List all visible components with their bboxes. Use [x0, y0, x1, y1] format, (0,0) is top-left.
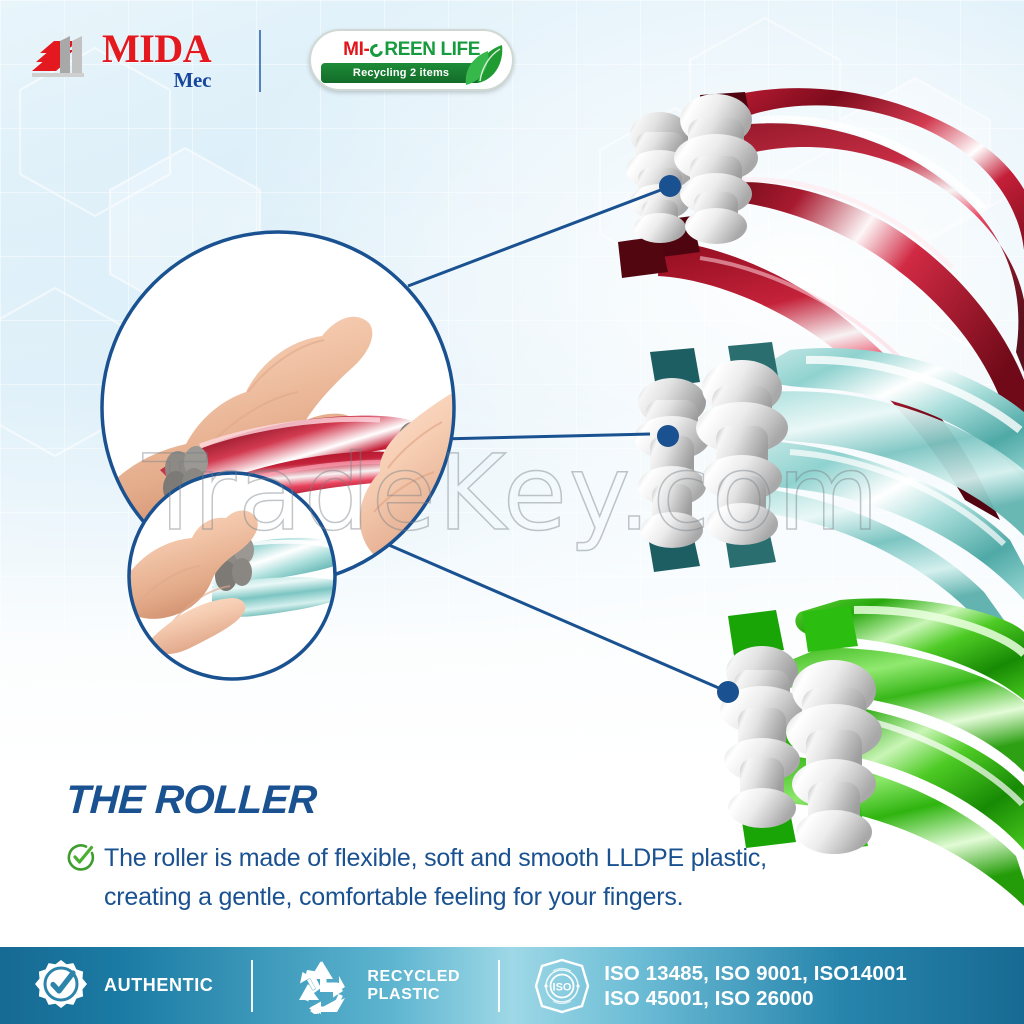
mida-wordmark: MIDA [102, 26, 212, 71]
product-photos-group [618, 88, 1024, 906]
body-line-1: The roller is made of flexible, soft and… [104, 844, 767, 872]
callout-dot-red [659, 175, 681, 197]
svg-text:ISO: ISO [553, 981, 572, 993]
iso-line-2: ISO 45001, ISO 26000 [604, 986, 814, 1010]
footer-item-iso[interactable]: ISO ISO 13485, ISO 9001, ISO14001 ISO 45… [500, 947, 907, 1024]
header-bar: MIDA Mec MI- REEN LIFE Recycling 2 items [0, 0, 1024, 120]
callout-dot-green [717, 681, 739, 703]
recycling-band: Recycling 2 items [321, 63, 482, 83]
callout-photo-teal-in-use [129, 473, 335, 679]
leaf-icon [465, 45, 503, 85]
footer-bar: AUTHENTIC RECYCLED PLA [0, 947, 1024, 1024]
iso-line-1: ISO 13485, ISO 9001, ISO14001 [604, 961, 907, 985]
mida-chevron-logo-icon [32, 36, 84, 77]
green-roller-cluster [720, 646, 882, 854]
body-line-2: creating a gentle, comfortable feeling f… [104, 882, 684, 911]
footer-separator-2 [498, 959, 501, 1012]
recycle-arrows-icon [299, 960, 346, 1014]
green-ring-icon [367, 41, 386, 60]
content-text-block: THE ROLLER The roller is made of flexibl… [64, 778, 856, 917]
mi-green-life-title: MI- REEN LIFE [311, 36, 512, 63]
recycled-label-line2: PLASTIC [367, 985, 441, 1003]
bullet-item: The roller is made of flexible, soft and… [66, 839, 856, 917]
green-finger-massager-photo [720, 598, 1024, 906]
footer-item-authentic[interactable]: AUTHENTIC [0, 947, 213, 1024]
iso-certifications: ISO 13485, ISO 9001, ISO14001 ISO 45001,… [604, 961, 907, 1011]
page-title: THE ROLLER [64, 778, 318, 822]
red-roller-cluster [626, 94, 758, 244]
bullet-text: The roller is made of flexible, soft and… [104, 839, 767, 917]
callout-circle-bottom [127, 471, 337, 681]
green-check-circle-icon [67, 844, 95, 871]
mida-logo[interactable]: MIDA Mec [30, 26, 212, 92]
teal-finger-massager-photo [634, 342, 1024, 620]
mida-subwordmark: Mec [173, 68, 212, 92]
green-life-text: REEN LIFE [384, 38, 481, 60]
header-divider [259, 30, 262, 92]
connector-line-green [381, 540, 729, 694]
iso-seal-icon: ISO [534, 958, 590, 1013]
callout-dot-teal [657, 425, 679, 447]
footer-item-recycled[interactable]: RECYCLED PLASTIC [253, 947, 460, 1024]
authentic-seal-icon [35, 959, 87, 1008]
mi-green-life-badge[interactable]: MI- REEN LIFE Recycling 2 items [309, 29, 515, 91]
connector-line-red [407, 186, 667, 288]
recycled-label-line1: RECYCLED [367, 967, 461, 985]
authentic-label: AUTHENTIC [104, 975, 214, 996]
footer-separator-1 [251, 959, 254, 1012]
teal-roller-cluster [634, 360, 788, 548]
mi-prefix: MI- [343, 38, 370, 60]
callout-photo-red-in-use [102, 232, 454, 584]
red-finger-massager-photo [618, 88, 1024, 520]
recycled-label: RECYCLED PLASTIC [367, 968, 460, 1004]
callout-group [100, 175, 739, 703]
